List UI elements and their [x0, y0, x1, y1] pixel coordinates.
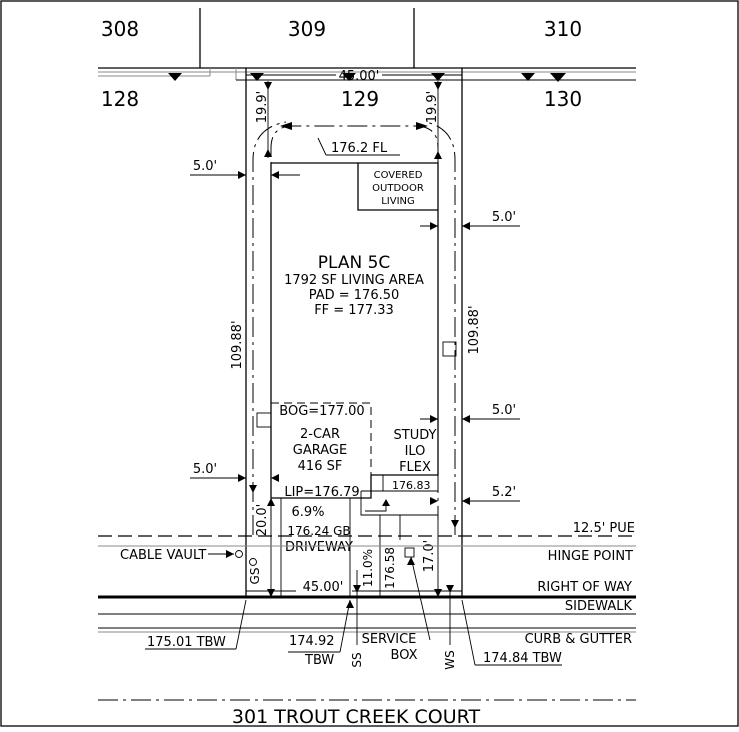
study-line-1: STUDY [394, 428, 437, 443]
right-of-way-label: RIGHT OF WAY [537, 580, 632, 595]
garage-line-3: 416 SF [298, 459, 343, 474]
elev-176-83: 176.83 [392, 479, 431, 492]
cable-vault-label: CABLE VAULT [120, 548, 206, 563]
tbw-mid-leader [288, 599, 354, 653]
plan-pad: PAD = 176.50 [309, 288, 400, 303]
garage-outline [271, 402, 372, 475]
side-right-lower-dim [430, 497, 520, 505]
driveway-gb: 176.24 GB [287, 524, 350, 538]
rear-setback-left-dim [264, 81, 272, 158]
tbw-left-label: 175.01 TBW [147, 635, 226, 650]
driveway-slope: 6.9% [291, 505, 324, 520]
pue-label: 12.5' PUE [573, 521, 635, 536]
depth-left-label: 109.88' [230, 320, 245, 369]
bog-elevation: BOG=177.00 [279, 404, 364, 419]
tbw-left-leader [145, 599, 247, 650]
side-flow-arrows [249, 485, 459, 528]
sidewalk-label: SIDEWALK [565, 599, 633, 614]
covered-outdoor-line-2: OUTDOOR [372, 183, 424, 194]
side-left-upper-label: 5.0' [193, 159, 217, 174]
setback-envelope [270, 125, 439, 520]
flowline-arrows [280, 122, 428, 156]
garage-line-1: 2-CAR [300, 427, 340, 442]
covered-outdoor-line-3: LIVING [381, 196, 415, 207]
covered-outdoor-outline [357, 163, 438, 211]
service-box-leader [407, 556, 431, 641]
flowline-label: 176.2 FL [331, 141, 388, 156]
elev-176-58: 176.58 [383, 547, 397, 589]
walk-slope: 11.0% [361, 549, 375, 587]
hinge-point-label: HINGE POINT [548, 549, 633, 564]
side-right-mid-label: 5.0' [492, 403, 516, 418]
side-left-upper-dim [190, 171, 300, 179]
lip-elevation: LIP=176.79 [284, 485, 359, 500]
side-left-lower-label: 5.0' [193, 462, 217, 477]
gas-meter [249, 558, 257, 566]
rear-width-label: 45.00' [339, 69, 380, 84]
plan-living-area: 1792 SF LIVING AREA [284, 273, 424, 288]
lot-number-310: 310 [544, 17, 582, 41]
swale-line [252, 121, 456, 535]
plan-ff: FF = 177.33 [314, 303, 394, 318]
lot-number-308: 308 [101, 17, 139, 41]
curb-gutter-label: CURB & GUTTER [525, 632, 632, 647]
side-right-lower-label: 5.2' [492, 485, 516, 500]
side-left-lower-dim [190, 474, 279, 482]
utility-box-left [256, 412, 272, 428]
tbw-mid-value: 174.92 [289, 634, 335, 649]
service-box [404, 547, 415, 558]
street-name: 301 TROUT CREEK COURT [232, 706, 481, 727]
tbw-right-label: 174.84 TBW [483, 651, 562, 666]
front-width-label: 45.00' [303, 580, 344, 595]
ss-label: SS [350, 652, 364, 667]
side-right-upper-label: 5.0' [492, 210, 516, 225]
lot-number-130: 130 [544, 87, 582, 111]
cable-vault-leader [208, 550, 243, 558]
driveway-label: DRIVEWAY [285, 540, 353, 555]
lot-number-128: 128 [101, 87, 139, 111]
lot-number-309: 309 [288, 17, 326, 41]
ws-label: WS [443, 650, 457, 669]
tbw-mid-unit: TBW [304, 653, 334, 668]
rear-setback-right-dim [434, 81, 442, 160]
covered-outdoor-line-1: COVERED [374, 170, 423, 181]
plan-name: PLAN 5C [318, 253, 391, 273]
side-right-mid-dim [420, 415, 520, 423]
study-line-2: ILO [405, 444, 426, 459]
tbw-right-leader [461, 599, 562, 666]
rear-setback-right-label: 19.9' [425, 91, 440, 124]
service-box-label-1: SERVICE [362, 632, 417, 647]
side-right-upper-dim [420, 222, 520, 230]
entry-outline [360, 475, 438, 516]
utility-box-right [442, 341, 457, 357]
front-setback-label: 20.0' [255, 504, 270, 537]
service-box-label-2: BOX [391, 648, 418, 663]
garage-line-2: GARAGE [293, 443, 347, 458]
gs-label: GS [248, 568, 262, 585]
front-setback-right-label: 17.0' [422, 540, 437, 573]
depth-right-label: 109.88' [467, 305, 482, 354]
lot-number-129: 129 [341, 87, 379, 111]
study-line-3: FLEX [399, 460, 431, 475]
rear-setback-left-label: 19.9' [255, 91, 270, 124]
